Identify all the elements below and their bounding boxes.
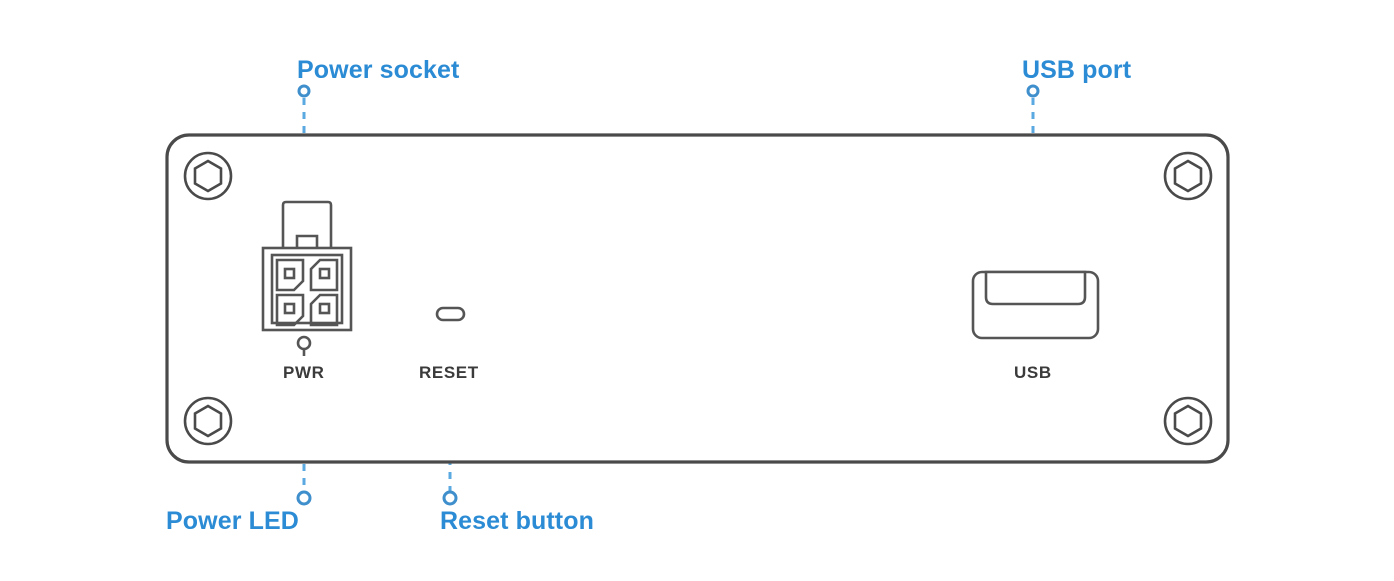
- connector-pin-4: [318, 302, 331, 315]
- callout-label-reset-button: Reset button: [440, 507, 594, 535]
- silkscreen-label-reset: RESET: [419, 363, 479, 382]
- connector-latch-tab: [295, 234, 319, 248]
- screw-top-left: [183, 151, 233, 201]
- callout-label-usb-port: USB port: [1022, 56, 1132, 84]
- panel-screws: [183, 151, 1213, 446]
- power-led-indicator: [296, 335, 312, 356]
- connector-pin-3: [283, 302, 296, 315]
- power-led-circle: [296, 335, 312, 351]
- screw-bottom-right: [1163, 396, 1213, 446]
- usb-port-tongue: [984, 270, 1087, 306]
- usb-port-shape: [971, 270, 1100, 340]
- connector-pin-2: [318, 267, 331, 280]
- connector-cavity-bottom-left: [275, 293, 305, 327]
- leader-markers: [296, 84, 1040, 506]
- connector-pin-1: [283, 267, 296, 280]
- callout-label-power-led: Power LED: [166, 507, 299, 535]
- silkscreen-label-usb: USB: [1014, 363, 1052, 382]
- connector-cavity-top-left: [275, 258, 305, 292]
- leader-marker-power-socket: [297, 84, 311, 98]
- callout-label-power-socket: Power socket: [297, 56, 460, 84]
- screw-bottom-left: [183, 396, 233, 446]
- connector-cavity-bottom-right: [309, 293, 339, 327]
- leader-marker-reset-button: [442, 490, 458, 506]
- connector-shell-inner: [270, 253, 344, 325]
- silkscreen-label-pwr: PWR: [283, 363, 325, 382]
- connector-cavity-top-right: [309, 258, 339, 292]
- panel-faceplate: [165, 133, 1230, 464]
- reset-button-pill: [435, 306, 466, 322]
- leader-marker-power-led: [296, 490, 312, 506]
- connector-latch: [281, 200, 333, 248]
- reset-button-shape: [435, 306, 466, 322]
- leader-marker-usb-port: [1026, 84, 1040, 98]
- power-socket-connector: [261, 200, 353, 332]
- screw-top-right: [1163, 151, 1213, 201]
